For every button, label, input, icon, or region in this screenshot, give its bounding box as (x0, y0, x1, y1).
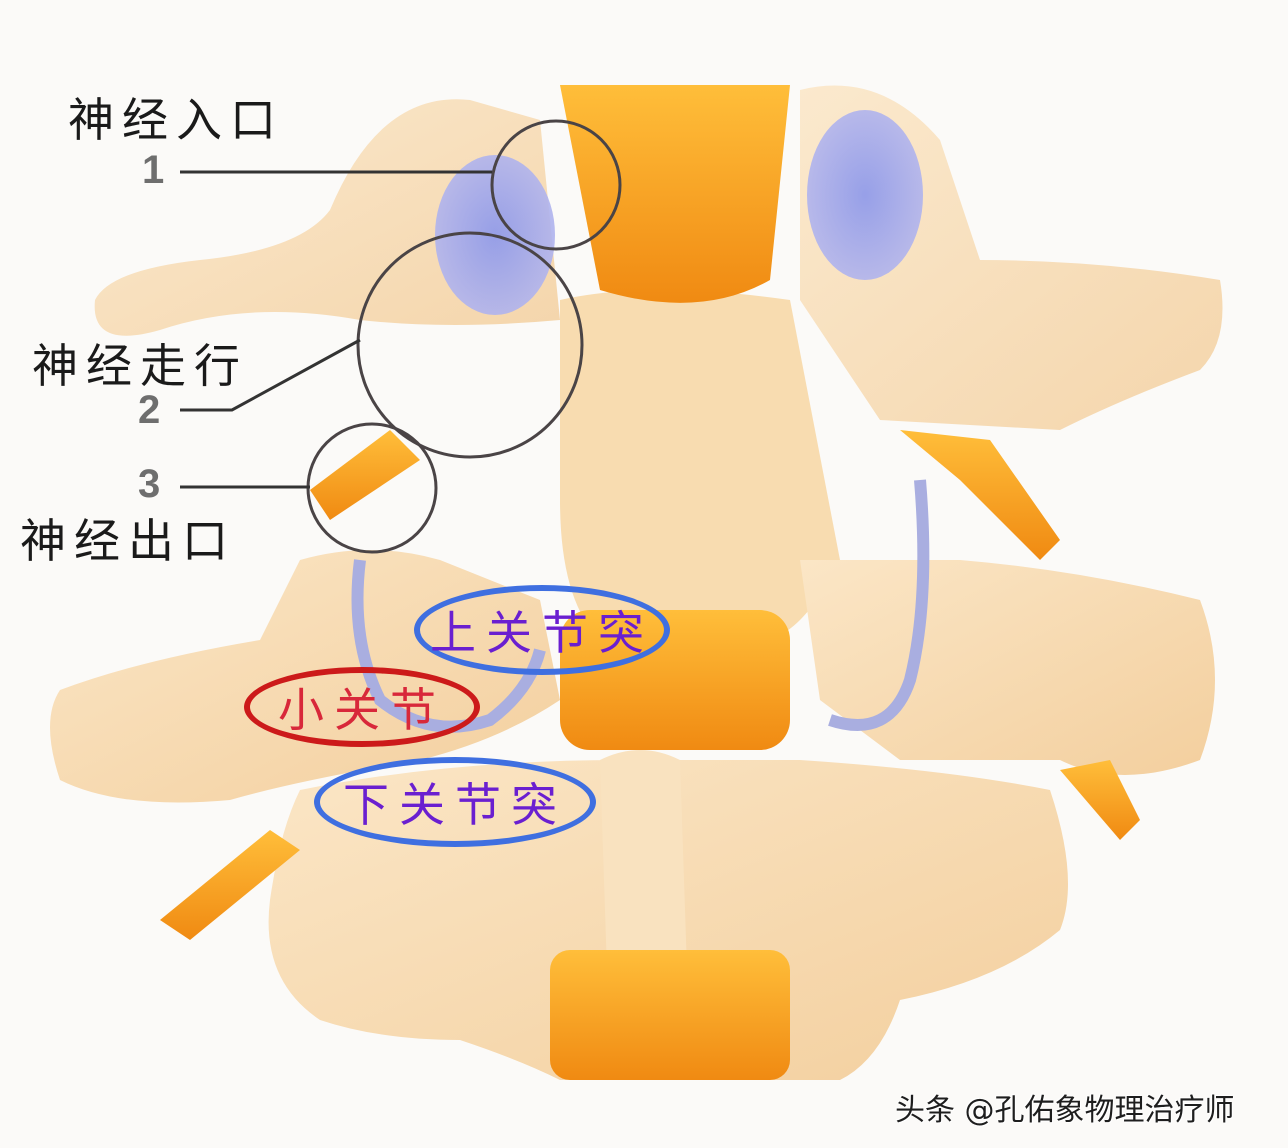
upper-left-bone (94, 99, 561, 336)
facet-joint-label: 小关节 (244, 667, 480, 747)
middle-right-bone (800, 560, 1215, 775)
nerve-exit-number: 3 (138, 462, 161, 506)
spinal-cord-lower (550, 950, 790, 1080)
nerve-root-right-upper (900, 430, 1060, 560)
nerve-entry-label: 神经入口 (68, 93, 284, 147)
watermark: 头条 @孔佑象物理治疗师 (895, 1093, 1235, 1128)
spinous-column (560, 290, 840, 640)
nerve-exit-label: 神经出口 (20, 514, 236, 568)
nerve-entry-circle (490, 119, 622, 251)
spinal-cord-upper (560, 85, 790, 303)
nerve-root-left-upper (310, 430, 420, 520)
nerve-course-label: 神经走行 (32, 339, 248, 393)
leader-line-2 (180, 338, 361, 412)
nerve-course-number: 2 (138, 388, 161, 432)
inferior-articular-process-label: 下关节突 (314, 757, 596, 847)
nerve-root-left-lower (160, 830, 300, 940)
nerve-root-right-lower (1060, 760, 1140, 840)
nerve-course-circle (356, 231, 584, 459)
facet-joint-line-right (828, 479, 930, 731)
superior-articular-process-label: 上关节突 (414, 585, 670, 675)
facet-cartilage-right (807, 110, 923, 280)
nerve-entry-number: 1 (142, 148, 165, 192)
